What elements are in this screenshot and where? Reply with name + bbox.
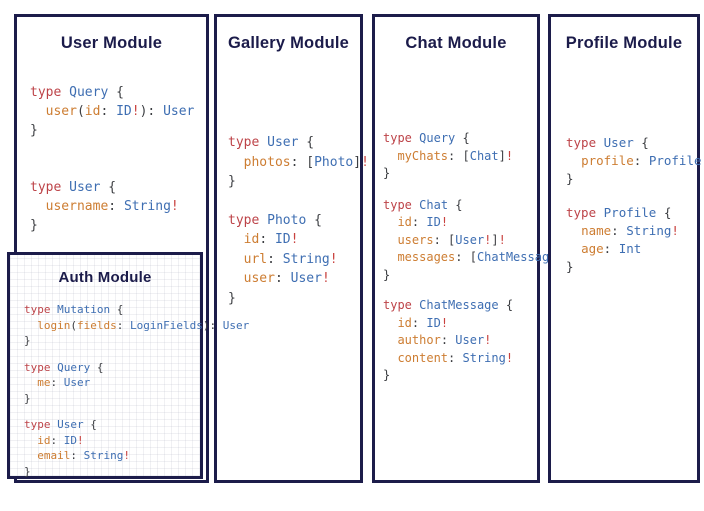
code-block: type Mutation { login(fields: LoginField…	[10, 302, 250, 349]
code-line: id: ID!	[37, 433, 84, 447]
code-line: author: User!	[397, 333, 492, 347]
code-line: type User {	[30, 180, 117, 195]
code-line: type Profile {	[566, 205, 672, 220]
auth-module-code-area: type Mutation { login(fields: LoginField…	[10, 302, 250, 479]
code-block: type Query { me: User}	[10, 360, 200, 407]
user-module-code-area: type Query { user(id: ID!): User}type Us…	[17, 83, 206, 235]
code-line: myChats: [Chat]!	[397, 148, 514, 163]
code-block: type User { id: ID! email: String!}	[10, 417, 200, 479]
code-block: type User { username: String!}	[17, 178, 206, 235]
profile-module-title: Profile Module	[565, 34, 683, 52]
code-line: type Query {	[24, 360, 104, 374]
code-line: name: String!	[581, 223, 679, 238]
code-line: messages: [ChatMessage]!	[397, 250, 570, 264]
code-line: type User {	[24, 418, 97, 431]
code-line: }	[24, 464, 31, 478]
code-line: type Photo {	[228, 212, 322, 228]
gallery-module-panel: Gallery Module type User { photos: [Phot…	[214, 14, 369, 483]
code-block: type User { profile: Profile!}	[551, 134, 704, 188]
code-line: me: User	[37, 376, 91, 389]
profile-module-code-area: type User { profile: Profile!}type Profi…	[551, 134, 704, 276]
code-line: email: String!	[37, 449, 130, 462]
code-block: type ChatMessage { id: ID! author: User!…	[375, 297, 537, 385]
auth-module-panel: Auth Module type Mutation { login(fields…	[7, 252, 250, 479]
code-line: }	[30, 123, 38, 138]
code-line: id: ID!	[243, 232, 299, 247]
code-line: type User {	[566, 135, 649, 150]
code-line: id: ID!	[397, 315, 449, 330]
code-block: type Photo { id: ID! url: String! user: …	[217, 211, 360, 309]
code-line: users: [User!]!	[397, 232, 506, 247]
user-module-title: User Module	[60, 34, 163, 52]
chat-module-panel: Chat Module type Query { myChats: [Chat]…	[372, 14, 571, 483]
code-block: type Chat { id: ID! users: [User!]! mess…	[375, 197, 571, 285]
code-line: age: Int	[581, 241, 642, 256]
gallery-module-title: Gallery Module	[227, 34, 350, 52]
code-block: type Profile { name: String! age: Int}	[551, 204, 697, 276]
code-line: }	[30, 218, 38, 233]
code-line: type Query {	[30, 85, 124, 100]
code-line: type ChatMessage {	[383, 298, 514, 312]
gallery-module-code-area: type User { photos: [Photo]!}type Photo …	[217, 133, 369, 309]
code-line: type Chat {	[383, 197, 463, 212]
code-line: login(fields: LoginFields): User	[37, 318, 250, 332]
code-line: type Query {	[383, 131, 470, 145]
code-line: photos: [Photo]!	[243, 154, 369, 170]
code-line: username: String!	[45, 199, 179, 214]
code-line: }	[228, 174, 236, 189]
code-block: type Query { user(id: ID!): User}	[17, 83, 206, 140]
code-line: }	[383, 166, 391, 180]
chat-module-title: Chat Module	[405, 34, 507, 52]
code-line: }	[383, 267, 391, 282]
code-line: user: User!	[243, 271, 330, 286]
auth-module-title: Auth Module	[58, 269, 152, 286]
profile-module-panel: Profile Module type User { profile: Prof…	[548, 14, 704, 483]
code-line: }	[228, 290, 236, 306]
code-line: }	[24, 334, 31, 347]
code-line: type Mutation {	[24, 303, 124, 316]
code-line: type User {	[228, 135, 315, 150]
code-block: type User { photos: [Photo]!}	[217, 133, 369, 192]
code-block: type Query { myChats: [Chat]!}	[375, 130, 537, 183]
code-line: content: String!	[397, 350, 514, 365]
code-line: id: ID!	[397, 215, 449, 229]
chat-module-code-area: type Query { myChats: [Chat]!}type Chat …	[375, 130, 571, 385]
code-line: }	[566, 171, 574, 186]
code-line: }	[566, 259, 574, 274]
code-line: }	[383, 368, 391, 382]
code-line: user(id: ID!): User	[45, 104, 195, 119]
code-line: }	[24, 391, 31, 405]
code-line: profile: Profile!	[581, 153, 704, 168]
code-line: url: String!	[243, 251, 338, 267]
